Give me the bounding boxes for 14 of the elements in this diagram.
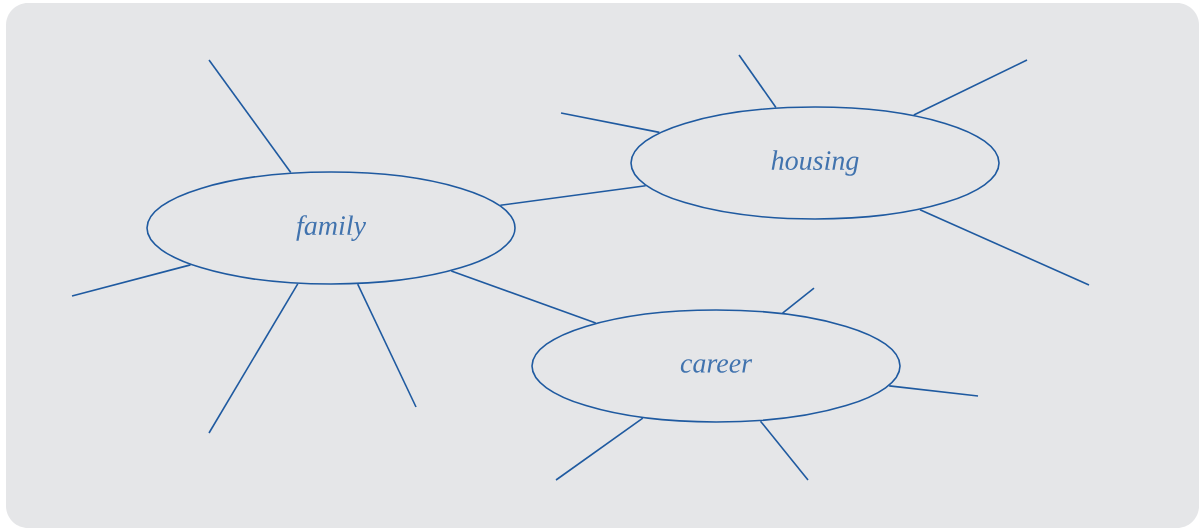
- connector-line: [555, 417, 644, 481]
- connector-line: [560, 112, 661, 134]
- connector-line: [913, 59, 1028, 116]
- connector-line: [759, 420, 809, 481]
- connector-line: [888, 385, 979, 397]
- connector-line: [781, 287, 815, 314]
- connector-line: [356, 283, 417, 408]
- connector-line: [738, 54, 777, 109]
- connector-line: [71, 264, 192, 297]
- connector-line: [208, 283, 299, 434]
- connector-line: [450, 270, 597, 324]
- connector-line: [208, 59, 292, 174]
- connector-line: [919, 208, 1090, 286]
- connector-line: [499, 184, 647, 207]
